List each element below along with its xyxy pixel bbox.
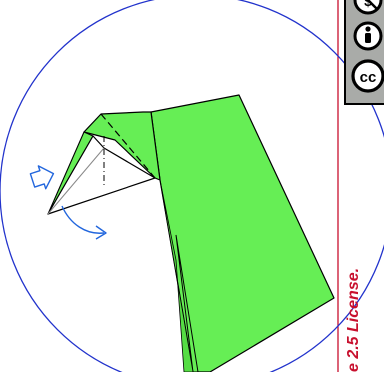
nc-noncommercial-icon: $ — [355, 0, 381, 13]
fold-arrow-icon — [62, 206, 104, 233]
green-flap — [151, 95, 334, 372]
by-attribution-icon — [355, 23, 381, 49]
push-arrow-icon — [29, 162, 57, 192]
cc-icon: cc — [353, 61, 383, 91]
svg-text:cc: cc — [360, 69, 377, 86]
cc-license-badge[interactable]: $ cc — [344, 0, 384, 105]
license-text: e 2.5 License. — [344, 268, 364, 372]
